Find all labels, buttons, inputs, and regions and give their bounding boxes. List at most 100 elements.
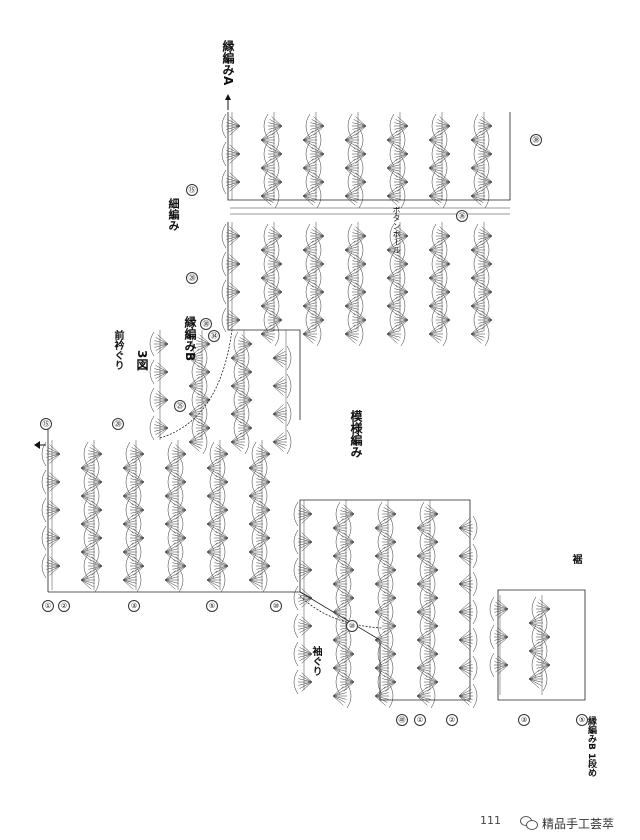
stitch-fans xyxy=(41,113,551,709)
shell-stitch xyxy=(302,155,322,181)
shell-stitch xyxy=(164,483,184,509)
row-number-mark: ② xyxy=(58,600,70,612)
shell-stitch xyxy=(206,483,226,509)
shell-stitch xyxy=(473,251,493,277)
arrow-icon xyxy=(34,441,46,449)
row-lines xyxy=(51,112,543,695)
shell-stitch xyxy=(416,599,436,625)
row-number-mark: ① xyxy=(414,714,426,726)
row-number-mark: ⑳ xyxy=(112,418,124,430)
shell-stitch xyxy=(473,169,493,195)
shell-stitch xyxy=(386,265,406,291)
shell-stitch xyxy=(431,141,451,167)
shell-stitch xyxy=(230,401,250,427)
shell-stitch xyxy=(209,553,229,579)
shell-stitch xyxy=(251,553,271,579)
shell-stitch xyxy=(302,127,322,153)
shell-stitch xyxy=(332,627,352,653)
shell-stitch xyxy=(206,511,226,537)
shell-stitch xyxy=(377,613,397,639)
shell-stitch xyxy=(209,497,229,523)
shell-stitch xyxy=(83,525,103,551)
shell-stitch xyxy=(377,641,397,667)
shell-stitch xyxy=(209,441,229,467)
shell-stitch xyxy=(344,237,364,263)
shell-stitch xyxy=(347,307,367,333)
shell-stitch xyxy=(164,511,184,537)
shell-stitch xyxy=(167,553,187,579)
shell-stitch xyxy=(419,529,439,555)
shell-stitch xyxy=(377,501,397,527)
shell-stitch xyxy=(260,265,280,291)
buttonhole-label: ボタンホール xyxy=(392,206,401,254)
shell-stitch xyxy=(221,169,241,195)
shell-stitch xyxy=(335,501,355,527)
shell-stitch xyxy=(374,627,394,653)
shell-stitch xyxy=(83,553,103,579)
shell-stitch xyxy=(248,455,268,481)
row-number-mark: ⑤ xyxy=(206,600,218,612)
row-number-mark: ⑩ xyxy=(270,600,282,612)
shell-stitch xyxy=(293,669,313,695)
shell-stitch xyxy=(431,251,451,277)
shell-stitch xyxy=(305,251,325,277)
shell-stitch xyxy=(263,307,283,333)
shell-stitch xyxy=(374,543,394,569)
shell-stitch xyxy=(293,557,313,583)
shell-stitch xyxy=(263,279,283,305)
shell-stitch xyxy=(251,469,271,495)
shell-stitch xyxy=(389,251,409,277)
shell-stitch xyxy=(221,279,241,305)
shell-stitch xyxy=(293,613,313,639)
row-number-mark: ⑩ xyxy=(346,620,358,632)
shell-stitch xyxy=(248,483,268,509)
edge-a-label: 縁編みA xyxy=(221,40,235,86)
footer: 111 精品手工荟萃 xyxy=(480,812,614,834)
shell-stitch xyxy=(416,683,436,709)
shell-stitch xyxy=(470,321,490,347)
shell-stitch xyxy=(531,652,551,678)
shell-stitch xyxy=(206,539,226,565)
edge-a-arrow-icon xyxy=(225,94,231,110)
shell-stitch xyxy=(248,511,268,537)
shell-stitch xyxy=(347,113,367,139)
shell-stitch xyxy=(344,265,364,291)
shell-stitch xyxy=(428,237,448,263)
shell-stitch xyxy=(233,387,253,413)
shell-stitch xyxy=(80,567,100,593)
shell-stitch xyxy=(332,571,352,597)
shell-stitch xyxy=(386,155,406,181)
shell-stitch xyxy=(335,669,355,695)
armhole-label: 袖ぐり xyxy=(310,646,321,676)
shell-stitch xyxy=(428,293,448,319)
shell-stitch xyxy=(149,387,169,413)
shell-stitch xyxy=(221,251,241,277)
shell-stitch xyxy=(347,169,367,195)
shell-stitch xyxy=(458,543,478,569)
shell-stitch xyxy=(431,223,451,249)
shell-stitch xyxy=(344,155,364,181)
shell-stitch xyxy=(473,141,493,167)
shell-stitch xyxy=(305,307,325,333)
shell-stitch xyxy=(302,321,322,347)
shell-stitch xyxy=(164,539,184,565)
shell-stitch xyxy=(305,279,325,305)
shell-stitch xyxy=(458,655,478,681)
shell-stitch xyxy=(164,567,184,593)
shell-stitch xyxy=(416,515,436,541)
wechat-icon xyxy=(519,816,538,830)
shell-stitch xyxy=(458,599,478,625)
shell-stitch xyxy=(377,557,397,583)
shell-stitch xyxy=(164,455,184,481)
figure-label: 3図 xyxy=(135,350,149,371)
shell-stitch xyxy=(374,683,394,709)
shell-stitch xyxy=(470,265,490,291)
shell-stitch xyxy=(233,359,253,385)
shell-stitch xyxy=(125,469,145,495)
shell-stitch xyxy=(374,571,394,597)
shell-stitch xyxy=(83,497,103,523)
shell-stitch xyxy=(251,497,271,523)
shell-stitch xyxy=(293,585,313,611)
collar-rib-strip xyxy=(230,207,510,215)
shell-stitch xyxy=(206,455,226,481)
